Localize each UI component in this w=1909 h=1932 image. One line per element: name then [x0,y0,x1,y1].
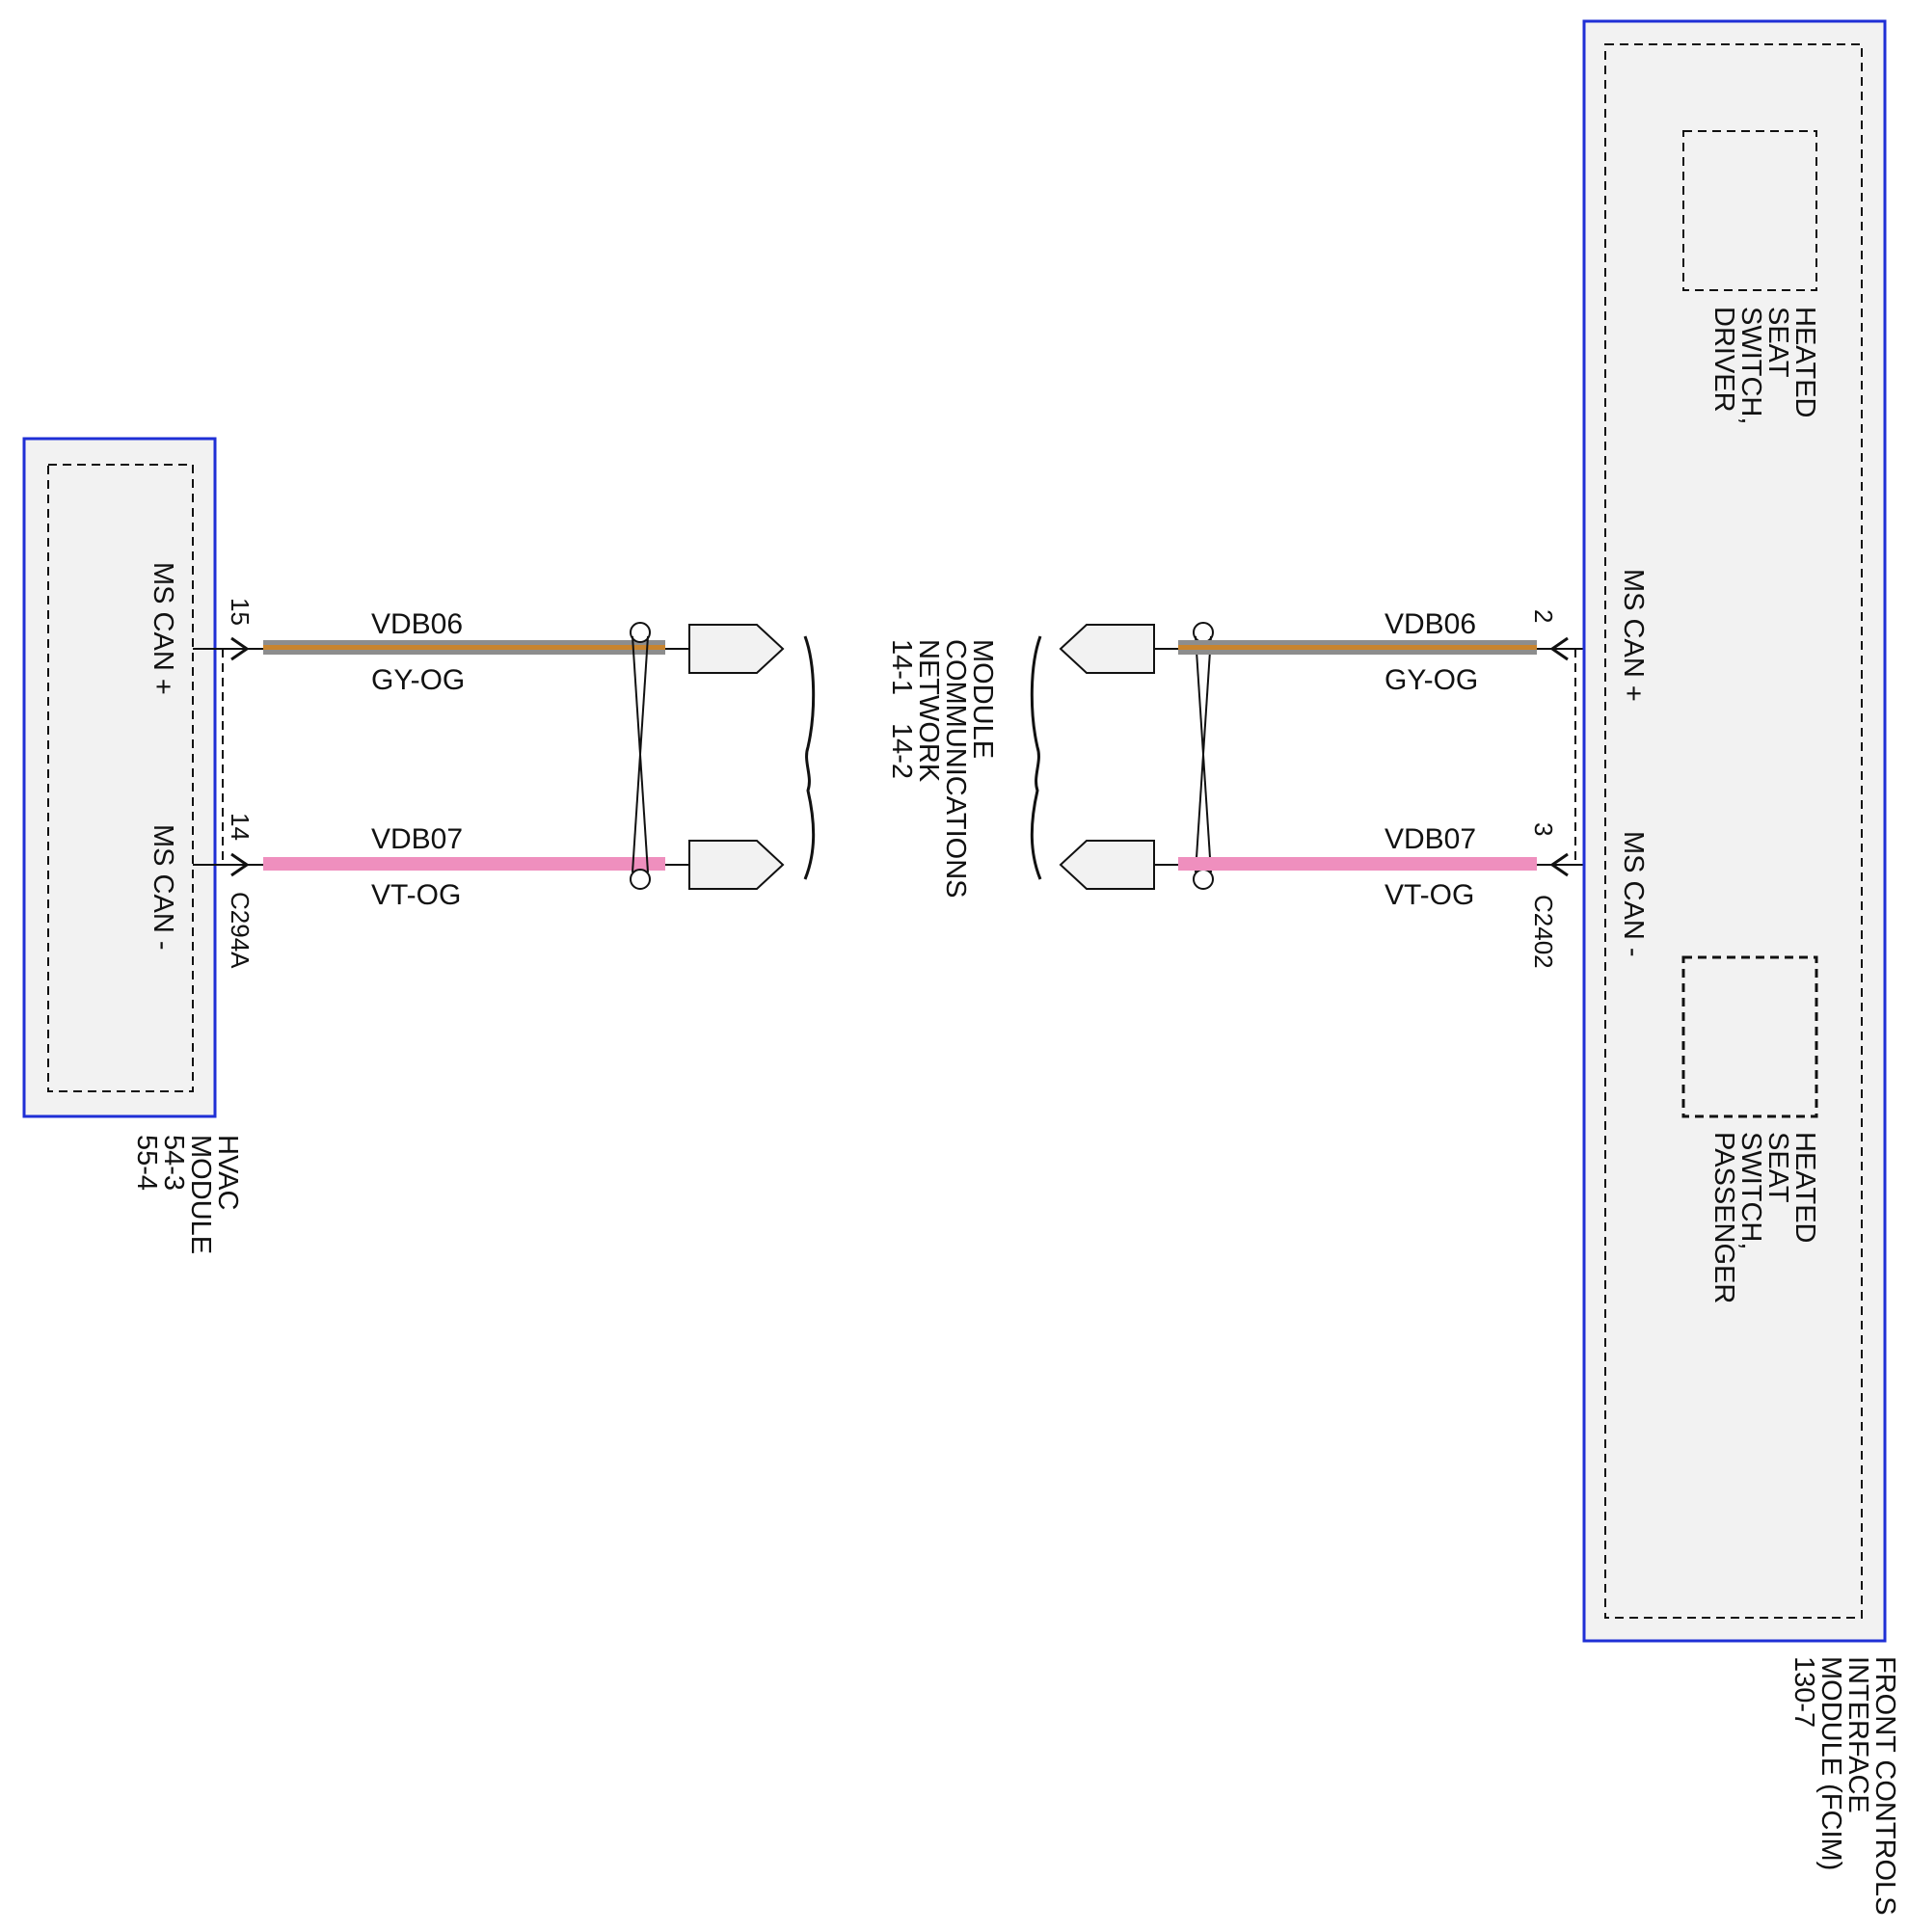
passenger-switch-label-1: HEATED [1789,1132,1820,1243]
hvac-pin-label-can-plus: MS CAN + [148,562,178,695]
fcim-module-ref: 130-7 [1788,1656,1819,1728]
hvac-module-ref-1: 54-3 [158,1135,189,1191]
hvac-pin-number-14: 14 [226,813,255,841]
wire-circuit-label-left-2: VDB07 [371,823,463,855]
hvac-module-name-line-2: MODULE [185,1135,216,1254]
wire-color-label-left-2: VT-OG [371,879,461,911]
fcim-pin-label-can-plus: MS CAN + [1618,569,1649,702]
left-wire-vdb06: VDB06 GY-OG [263,608,665,696]
fcim-module-inner-outline [1604,43,1863,1619]
passenger-switch-label-3: SWITCH, [1735,1132,1766,1249]
pin-15-arrow-icon [230,636,250,661]
driver-switch-label-3: SWITCH, [1735,307,1766,424]
driver-switch-outline [1682,130,1817,291]
left-wire-vdb07: VDB07 VT-OG [263,823,665,911]
pin-3-arrow-icon [1549,852,1569,877]
network-ref-page-2: 14-2 [886,723,917,779]
heated-seat-switch-driver: HEATED SEAT SWITCH, DRIVER [1682,130,1820,424]
heated-seat-switch-passenger: HEATED SEAT SWITCH, PASSENGER [1681,955,1820,1303]
wire-circuit-label-right-2: VDB07 [1385,823,1476,855]
wire-circuit-label-left-1: VDB06 [371,608,463,640]
network-ref-line-1: MODULE [967,639,998,759]
fcim-module-name-line-3: MODULE (FCIM) [1815,1656,1846,1870]
network-ref-line-3: NETWORK [913,639,944,783]
left-offpage-connector-1-icon [688,624,785,674]
left-twisted-pair-icon [630,622,651,890]
passenger-switch-outline [1681,955,1818,1118]
fcim-module-name-line-2: INTERFACE [1842,1656,1873,1813]
fcim-module: MS CAN + MS CAN - HEATED SEAT SWITCH, DR… [1582,19,1900,1916]
wire-color-label-left-1: GY-OG [371,664,465,696]
wire-vt-og-right [1178,857,1537,871]
hvac-module-name-line-1: HVAC [212,1135,243,1210]
right-twisted-pair-icon [1193,622,1214,890]
passenger-switch-label-4: PASSENGER [1708,1132,1739,1303]
driver-switch-label-1: HEATED [1789,307,1820,417]
network-ref-page-1: 14-1 [886,639,917,695]
right-wire-vdb06: VDB06 GY-OG [1178,608,1537,696]
wire-vt-og-left [263,857,665,871]
hvac-connector-id: C294A [226,892,255,969]
right-offpage-connector-1-icon [1059,624,1155,674]
wire-color-label-right-1: GY-OG [1385,664,1478,696]
fcim-pin-number-2: 2 [1529,609,1558,623]
driver-switch-label-4: DRIVER [1708,307,1739,413]
wire-circuit-label-right-1: VDB06 [1385,608,1476,640]
hvac-connector: 15 14 C294A [193,598,265,969]
hvac-module-ref-2: 55-4 [131,1135,162,1191]
wire-color-label-right-2: VT-OG [1385,879,1474,911]
fcim-pin-label-can-minus: MS CAN - [1618,831,1649,957]
pin-2-arrow-icon [1549,636,1569,661]
left-brace-icon [803,635,816,880]
network-reference: MODULE COMMUNICATIONS NETWORK 14-1 14-2 [886,639,998,899]
hvac-module: MS CAN + MS CAN - HVAC MODULE 54-3 55-4 [22,437,243,1254]
right-brace-icon [1030,635,1042,880]
fcim-module-name-line-1: FRONT CONTROLS [1869,1656,1900,1916]
passenger-switch-label-2: SEAT [1762,1132,1793,1203]
fcim-module-border [1582,19,1887,1643]
fcim-connector-id: C2402 [1529,895,1558,969]
hvac-module-border [22,437,217,1118]
fcim-connector: 2 3 C2402 [1529,609,1606,969]
left-offpage-connector-2-icon [688,840,785,890]
right-offpage-connector-2-icon [1059,840,1155,890]
driver-switch-label-2: SEAT [1762,307,1793,378]
pin-14-arrow-icon [230,852,250,877]
hvac-module-inner-outline [47,464,194,1092]
hvac-pin-number-15: 15 [226,598,255,626]
hvac-pin-label-can-minus: MS CAN - [148,824,178,951]
network-ref-line-2: COMMUNICATIONS [940,639,971,899]
fcim-pin-number-3: 3 [1529,822,1558,836]
right-wire-vdb07: VDB07 VT-OG [1178,823,1537,911]
